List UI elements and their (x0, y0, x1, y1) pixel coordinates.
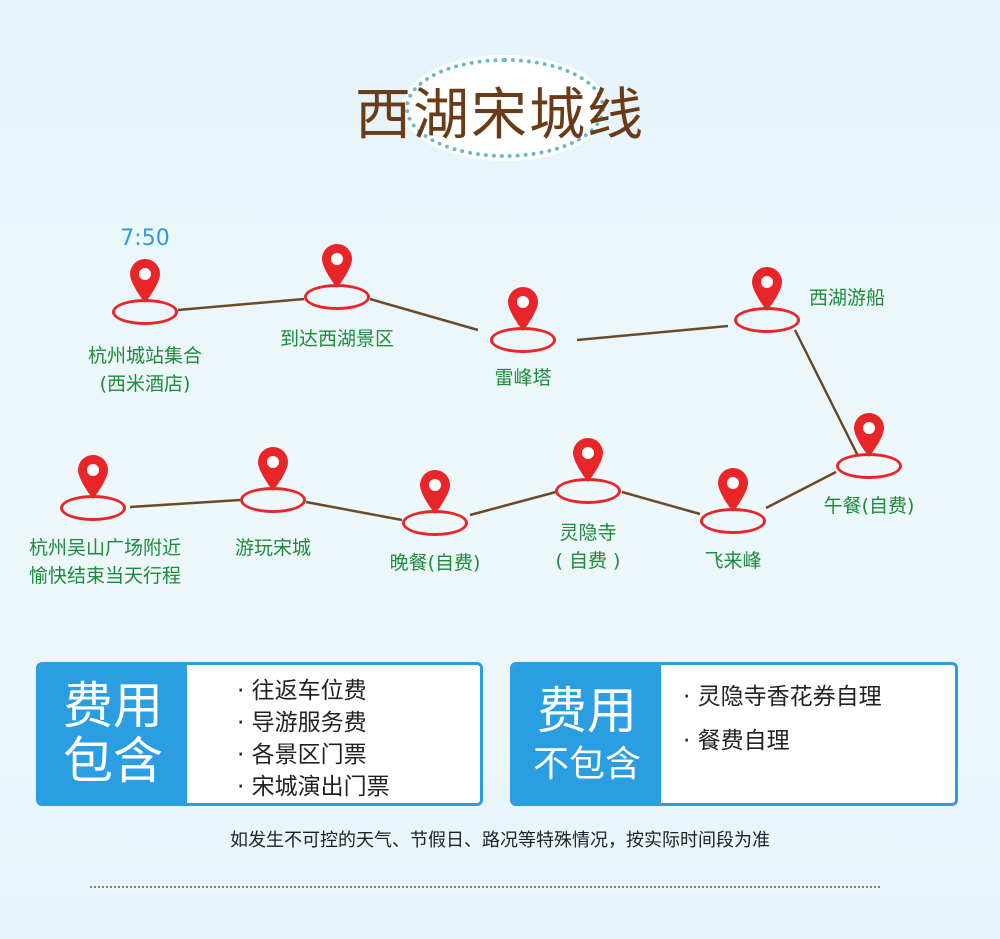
fee-excluded-heading: 费用不包含 (513, 665, 661, 803)
pin-ring (734, 307, 800, 333)
map-pin-icon (420, 470, 450, 514)
map-pin-icon (508, 287, 538, 331)
disclaimer-note: 如发生不可控的天气、节假日、路况等特殊情况，按实际时间段为准 (230, 830, 770, 851)
stop-label: 到达西湖景区 (279, 328, 395, 350)
map-pin-icon (130, 259, 160, 303)
start-time: 7:50 (120, 226, 170, 251)
stop-label: 雷峰塔 (494, 367, 552, 389)
pin-ring (402, 510, 468, 536)
pin-ring (490, 327, 556, 353)
dotted-divider (90, 886, 880, 888)
pin-ring (60, 495, 126, 521)
stop-label: 杭州吴山广场附近愉快结束当天行程 (28, 537, 182, 587)
map-pin-icon (322, 244, 352, 288)
list-item: · 导游服务费 (237, 710, 367, 736)
pin-ring (700, 508, 766, 534)
map-pin-icon (718, 468, 748, 512)
list-item: · 各景区门票 (237, 742, 367, 768)
title-cloud (405, 58, 605, 158)
pin-ring (555, 478, 621, 504)
stop-label: 西湖游船 (808, 287, 886, 309)
fee-included-list: · 往返车位费 · 导游服务费 · 各景区门票 · 宋城演出门票 (187, 665, 390, 803)
stop-label: 飞来峰 (704, 550, 762, 572)
pin-ring (112, 299, 178, 325)
stop-label: 午餐(自费) (823, 495, 915, 517)
list-item: · 灵隐寺香花券自理 (683, 684, 882, 710)
fee-included-heading: 费用包含 (39, 665, 187, 803)
map-pin-icon (573, 438, 603, 482)
stop-label: 晚餐(自费) (389, 552, 481, 574)
list-item: · 餐费自理 (683, 728, 790, 754)
map-pin-icon (752, 267, 782, 311)
stop-label: 灵隐寺( 自费 ) (555, 522, 621, 572)
list-item: · 往返车位费 (237, 678, 367, 704)
map-pin-icon (258, 447, 288, 491)
pin-ring (304, 284, 370, 310)
pin-ring (836, 453, 902, 479)
list-item: · 宋城演出门票 (237, 774, 390, 800)
fee-included-box: 费用包含 · 往返车位费 · 导游服务费 · 各景区门票 · 宋城演出门票 (36, 662, 483, 806)
pin-ring (240, 487, 306, 513)
map-pin-icon (854, 413, 884, 457)
stop-label: 游玩宋城 (234, 537, 312, 559)
fee-excluded-list: · 灵隐寺香花券自理 · 餐费自理 (661, 665, 882, 803)
page-title: 西湖宋城线 (355, 83, 645, 148)
map-pin-icon (78, 455, 108, 499)
stop-label: 杭州城站集合(西米酒店) (87, 345, 203, 395)
fee-excluded-box: 费用不包含 · 灵隐寺香花券自理 · 餐费自理 (510, 662, 958, 806)
